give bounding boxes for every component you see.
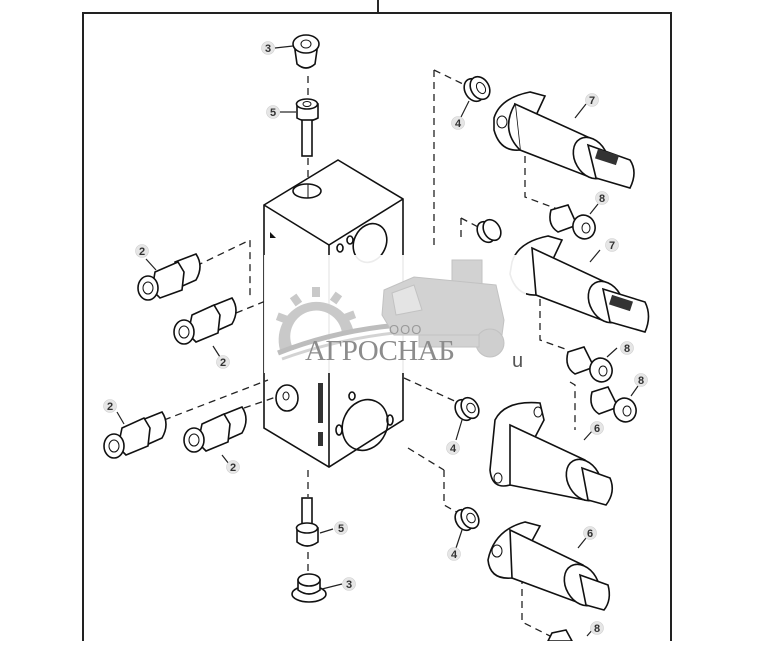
fitting-b — [173, 297, 237, 358]
svg-text:8: 8 — [599, 193, 605, 205]
cap-screw-8a — [549, 203, 599, 240]
svg-text:6: 6 — [594, 423, 600, 435]
cap-screw-bottom — [295, 497, 334, 547]
o-ring-c — [454, 396, 480, 441]
cap-screw-top — [280, 98, 319, 157]
svg-text:8: 8 — [594, 623, 600, 635]
plug-bottom — [291, 573, 343, 603]
o-ring-b — [476, 218, 502, 244]
solenoid-valve-6b — [487, 521, 611, 611]
svg-text:5: 5 — [338, 523, 344, 535]
watermark-logo — [264, 255, 526, 373]
callout-2-a: 2 — [135, 244, 149, 258]
callout-8-c: 8 — [634, 373, 648, 387]
callout-4-b: 4 — [446, 441, 460, 455]
callout-badges: 3 5 2 2 2 2 4 4 4 7 7 6 6 8 8 8 8 5 3 — [103, 41, 648, 635]
cap-screw-8d — [546, 627, 595, 642]
callout-8-d: 8 — [590, 621, 604, 635]
svg-text:8: 8 — [624, 343, 630, 355]
callout-4-c: 4 — [447, 547, 461, 561]
solenoid-valve-6a — [489, 401, 614, 506]
svg-text:2: 2 — [107, 401, 113, 413]
callout-7-b: 7 — [605, 238, 619, 252]
callout-6-a: 6 — [590, 421, 604, 435]
cap-screw-8b — [566, 346, 618, 383]
watermark-company-name: АГРОСНАБ — [305, 335, 455, 367]
plug-top — [274, 34, 320, 69]
svg-text:3: 3 — [265, 43, 271, 55]
callout-4-a: 4 — [451, 116, 465, 130]
solenoid-valve-7b — [509, 235, 650, 333]
fitting-c — [103, 411, 167, 459]
callout-3-bottom: 3 — [342, 577, 356, 591]
svg-text:2: 2 — [230, 462, 236, 474]
diagram-frame — [82, 0, 672, 641]
callout-7-a: 7 — [585, 93, 599, 107]
o-ring-d — [454, 506, 480, 549]
callout-5-bottom: 5 — [334, 521, 348, 535]
combine-harvester-icon — [381, 259, 505, 358]
svg-text:4: 4 — [450, 443, 457, 455]
fitting-d — [183, 406, 247, 465]
solenoid-valve-7a — [493, 91, 635, 189]
callout-2-c: 2 — [103, 399, 117, 413]
svg-text:2: 2 — [220, 357, 226, 369]
callout-6-b: 6 — [583, 526, 597, 540]
callout-2-b: 2 — [216, 355, 230, 369]
watermark-prefix: ООО — [389, 322, 423, 337]
svg-text:7: 7 — [609, 240, 615, 252]
gear-icon — [275, 287, 357, 350]
svg-text:6: 6 — [587, 528, 593, 540]
svg-text:3: 3 — [346, 579, 352, 591]
svg-text:8: 8 — [638, 375, 644, 387]
callout-8-b: 8 — [620, 341, 634, 355]
cap-screw-8c — [590, 385, 639, 423]
watermark-suffix: u — [512, 350, 524, 372]
watermark-graphic — [275, 259, 505, 361]
o-ring-a — [460, 75, 491, 118]
fitting-a — [137, 253, 201, 301]
svg-text:5: 5 — [270, 107, 276, 119]
svg-text:7: 7 — [589, 95, 595, 107]
svg-text:4: 4 — [455, 118, 462, 130]
callout-3-top: 3 — [261, 41, 275, 55]
callout-2-d: 2 — [226, 460, 240, 474]
svg-text:2: 2 — [139, 246, 145, 258]
callout-5-top: 5 — [266, 105, 280, 119]
callout-8-a: 8 — [595, 191, 609, 205]
svg-text:4: 4 — [451, 549, 458, 561]
